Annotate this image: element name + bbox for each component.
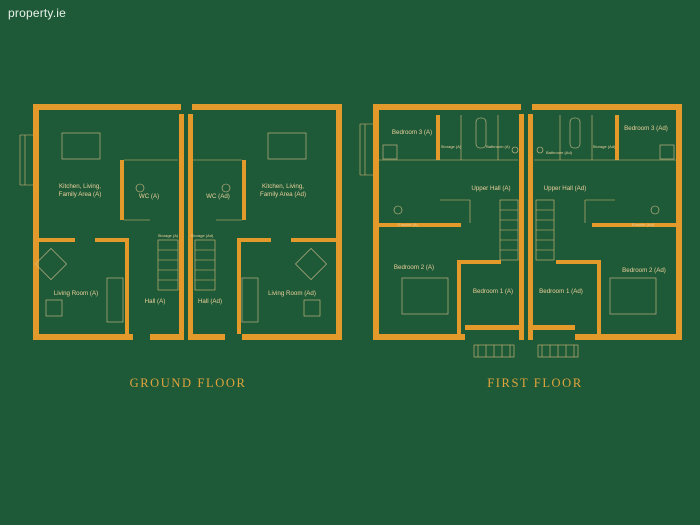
wall [241,238,271,242]
bay-window [359,123,373,176]
party-wall [179,114,184,340]
room-label: Upper Hall (Ad) [544,185,587,192]
wall [125,238,129,334]
room-label: Upper Hall (A) [471,185,510,192]
wall [461,260,501,264]
room-label: Storage (A) [158,233,179,238]
wall [373,104,379,340]
room-label: Bathroom (A) [486,144,510,149]
wall [436,115,440,160]
furniture [35,132,327,323]
room-label: Family Area (Ad) [260,191,306,198]
room-label: WC (Ad) [206,193,230,200]
room-label: Kitchen, Living, [262,183,304,190]
room-label: Bedroom 3 (A) [392,129,432,136]
room-label: Bedroom 1 (A) [473,288,513,295]
room-label: Storage (Ad) [593,144,616,149]
room-label: Bedroom 2 (A) [394,264,434,271]
wall [532,104,682,110]
wall [592,223,676,227]
wall [33,334,133,340]
wall [193,334,225,340]
wall [39,238,75,242]
room-label: Hall (Ad) [198,298,222,305]
bay-window [19,134,33,186]
room-label: Hall (A) [145,298,166,305]
room-label: Ensuite (A) [398,222,418,227]
wall [457,260,461,334]
room-label: Bedroom 3 (Ad) [624,125,668,132]
wall [556,260,597,264]
room-label: Kitchen, Living, [59,183,101,190]
wall [336,104,342,340]
floor-title-ground: GROUND FLOOR [130,376,247,390]
room-label: Bedroom 2 (Ad) [622,267,666,274]
party-wall [519,114,524,340]
room-label: Storage (A) [441,144,462,149]
room-label: Bathroom (Ad) [546,150,573,155]
room-label: Family Area (A) [59,191,102,198]
wall [291,238,336,242]
wall [120,160,124,220]
furniture [382,117,675,315]
wall [150,334,180,340]
wall [615,115,619,160]
wall [676,104,682,340]
interior-line [379,115,676,223]
room-label: Living Room (Ad) [268,290,316,297]
wall [373,104,521,110]
stairs [157,239,216,291]
room-label: Storage (Ad) [191,233,214,238]
ground-floor-plan [19,104,342,340]
room-label: Bedroom 1 (Ad) [539,288,583,295]
wall [533,325,575,330]
wall [379,223,461,227]
party-wall [188,114,193,340]
wall [192,104,342,110]
wall [242,160,246,220]
room-label: Living Room (A) [54,290,98,297]
stairs [499,199,555,261]
property-logo[interactable]: property.ie [8,6,67,20]
floor-title-first: FIRST FLOOR [487,376,583,390]
room-label: WC (A) [139,193,159,200]
wall [33,104,39,340]
party-wall [528,114,533,340]
wall [242,334,342,340]
wall [575,334,682,340]
wall [373,334,465,340]
interior-line [124,159,242,221]
wall [465,325,519,330]
wall [597,260,601,334]
wall [95,238,125,242]
first-floor-plan [359,104,682,358]
room-label: Ensuite (Ad) [632,222,655,227]
bay-windows [473,344,579,358]
wall [237,238,241,334]
wall [33,104,181,110]
